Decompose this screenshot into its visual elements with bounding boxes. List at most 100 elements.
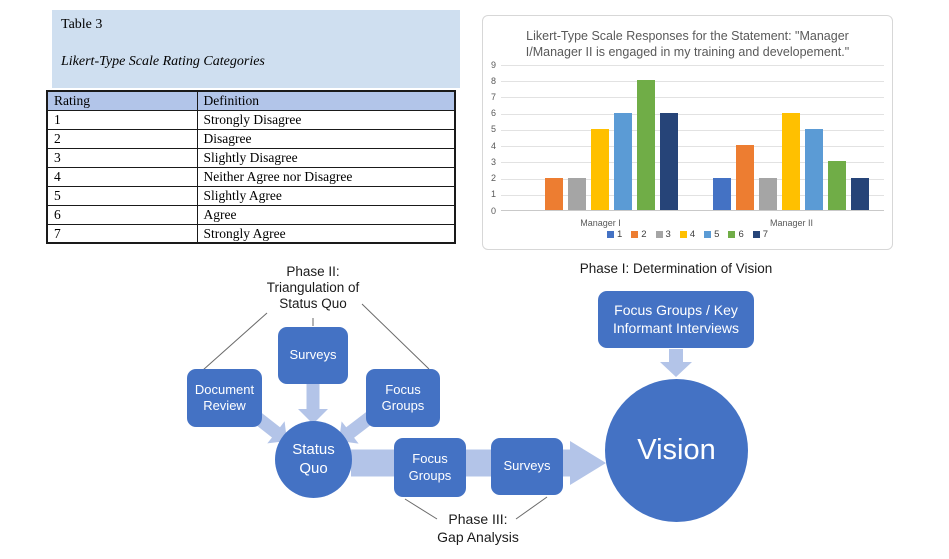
table-caption: Table 3 [61,17,103,32]
rating-cell: 5 [46,185,198,206]
connector-line [202,312,268,371]
legend-label: 1 [616,229,623,240]
y-axis-tick-label: 7 [490,91,496,102]
legend-item: 3 [655,229,671,240]
gridline [501,65,884,66]
legend-label: 6 [738,229,744,240]
chart-bar [828,161,846,210]
legend-swatch [655,231,663,238]
legend-swatch [704,231,712,238]
x-axis-category-label: Manager II [769,218,814,228]
definition-cell: Slightly Agree [196,185,456,206]
legend-swatch [631,231,639,238]
surveys-mid-node: Surveys [491,438,563,495]
definition-column-header: Definition [196,90,456,111]
likert-bar-chart: Likert-Type Scale Responses for the Stat… [482,15,893,250]
chart-bar [545,177,563,210]
table-subtitle: Likert-Type Scale Rating Categories [61,54,265,69]
chart-bar [637,80,655,210]
block-arrow [660,349,692,377]
legend-swatch [606,231,614,238]
document-review-node: Document Review [187,369,262,427]
legend-item: 4 [679,229,696,240]
gridline [501,178,884,180]
phase3-label-line1: Phase III: [448,511,508,527]
chart-bar [614,112,632,210]
definition-cell: Disagree [196,128,456,149]
legend-swatch [752,231,760,238]
phase2-label-line2: Triangulation of [266,280,360,295]
x-axis-category-label: Manager I [580,218,621,228]
definition-cell: Strongly Agree [196,223,456,244]
y-axis-tick-label: 4 [490,140,496,151]
chart-bar [591,128,609,210]
gridline [501,81,884,83]
gridline [501,129,884,131]
chart-bar [805,128,823,210]
legend-item: 7 [752,229,768,240]
legend-label: 3 [665,229,671,240]
chart-bar [782,112,800,210]
legend-swatch [728,231,736,238]
legend-swatch [679,231,687,238]
y-axis-tick-label: 5 [490,124,496,135]
y-axis-tick-label: 8 [490,75,496,86]
legend-item: 1 [606,229,623,240]
phase1-label: Phase I: Determination of Vision [579,261,773,276]
gridline [501,97,884,99]
y-axis-tick-label: 6 [490,108,496,119]
connector-line [361,303,430,370]
chart-title: Likert-Type Scale Responses for the Stat… [483,28,892,60]
phase3-label: Phase III: Gap Analysis [408,511,548,546]
chart-bar [736,145,754,210]
legend-item: 2 [631,229,647,240]
y-axis-tick-label: 0 [490,205,496,216]
gridline [501,194,884,196]
focus-groups-top-node: Focus Groups [366,369,440,427]
block-arrow [298,383,328,424]
y-axis-tick-label: 3 [490,156,496,167]
definition-cell: Neither Agree nor Disagree [196,166,456,187]
rating-column-header: Rating [46,90,198,111]
definition-cell: Agree [196,204,456,225]
phase3-label-line2: Gap Analysis [437,528,519,545]
status-quo-circle: Status Quo [275,421,352,498]
y-axis-tick-label: 9 [490,59,496,70]
chart-bar [759,177,777,210]
legend-label: 4 [689,229,696,240]
table-header-row: Rating Definition [46,90,456,111]
legend-label: 2 [641,229,647,240]
gridline [501,113,884,115]
chart-bar [568,177,586,210]
definition-cell: Slightly Disagree [196,147,456,168]
rating-cell: 1 [46,109,198,130]
legend-item: 6 [728,229,744,240]
chart-bar [713,177,731,210]
legend-label: 5 [714,229,720,240]
table-caption-banner: Table 3 Likert-Type Scale Rating Categor… [52,10,460,88]
focus-key-informant-node: Focus Groups / Key Informant Interviews [598,291,754,348]
legend-item: 5 [704,229,719,240]
y-axis-tick-label: 2 [490,173,496,184]
chart-bar [660,112,678,210]
surveys-top-node: Surveys [278,327,348,384]
chart-plot-area [501,65,884,211]
rating-cell: 4 [46,166,198,187]
block-arrow [351,441,606,485]
vision-circle: Vision [605,379,748,522]
phase2-label-line1: Phase II: [286,264,340,279]
definition-cell: Strongly Disagree [196,109,456,130]
chart-title-line1: Likert-Type Scale Responses for the Stat… [526,29,849,43]
rating-cell: 7 [46,223,198,244]
gridline [501,146,884,148]
phase2-label: Phase II: Triangulation of Status Quo [240,264,386,312]
rating-cell: 3 [46,147,198,168]
